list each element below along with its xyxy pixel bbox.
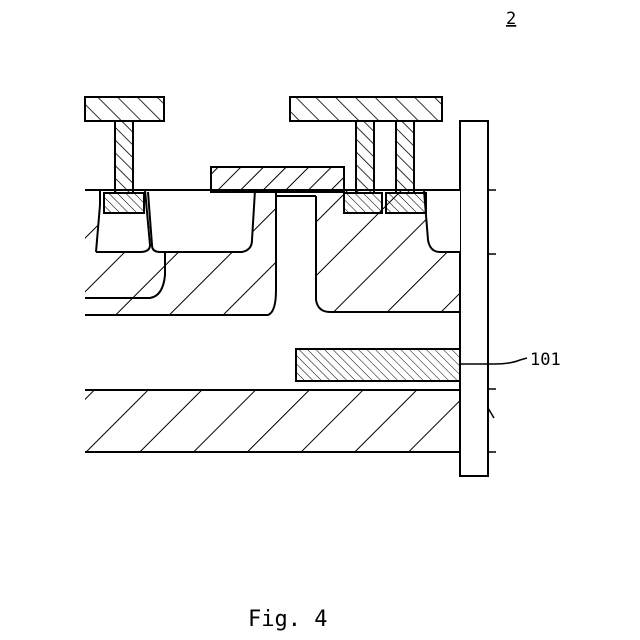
layer-101 <box>296 349 460 381</box>
gate-electrode <box>211 167 344 192</box>
substrate-layer <box>85 390 460 452</box>
metal-lines <box>85 97 442 121</box>
figure-caption: Fig. 4 <box>248 607 327 632</box>
figure-number: 2 <box>506 9 516 29</box>
right-sidewall <box>460 121 496 476</box>
ref-label-101: 101 <box>530 350 561 370</box>
